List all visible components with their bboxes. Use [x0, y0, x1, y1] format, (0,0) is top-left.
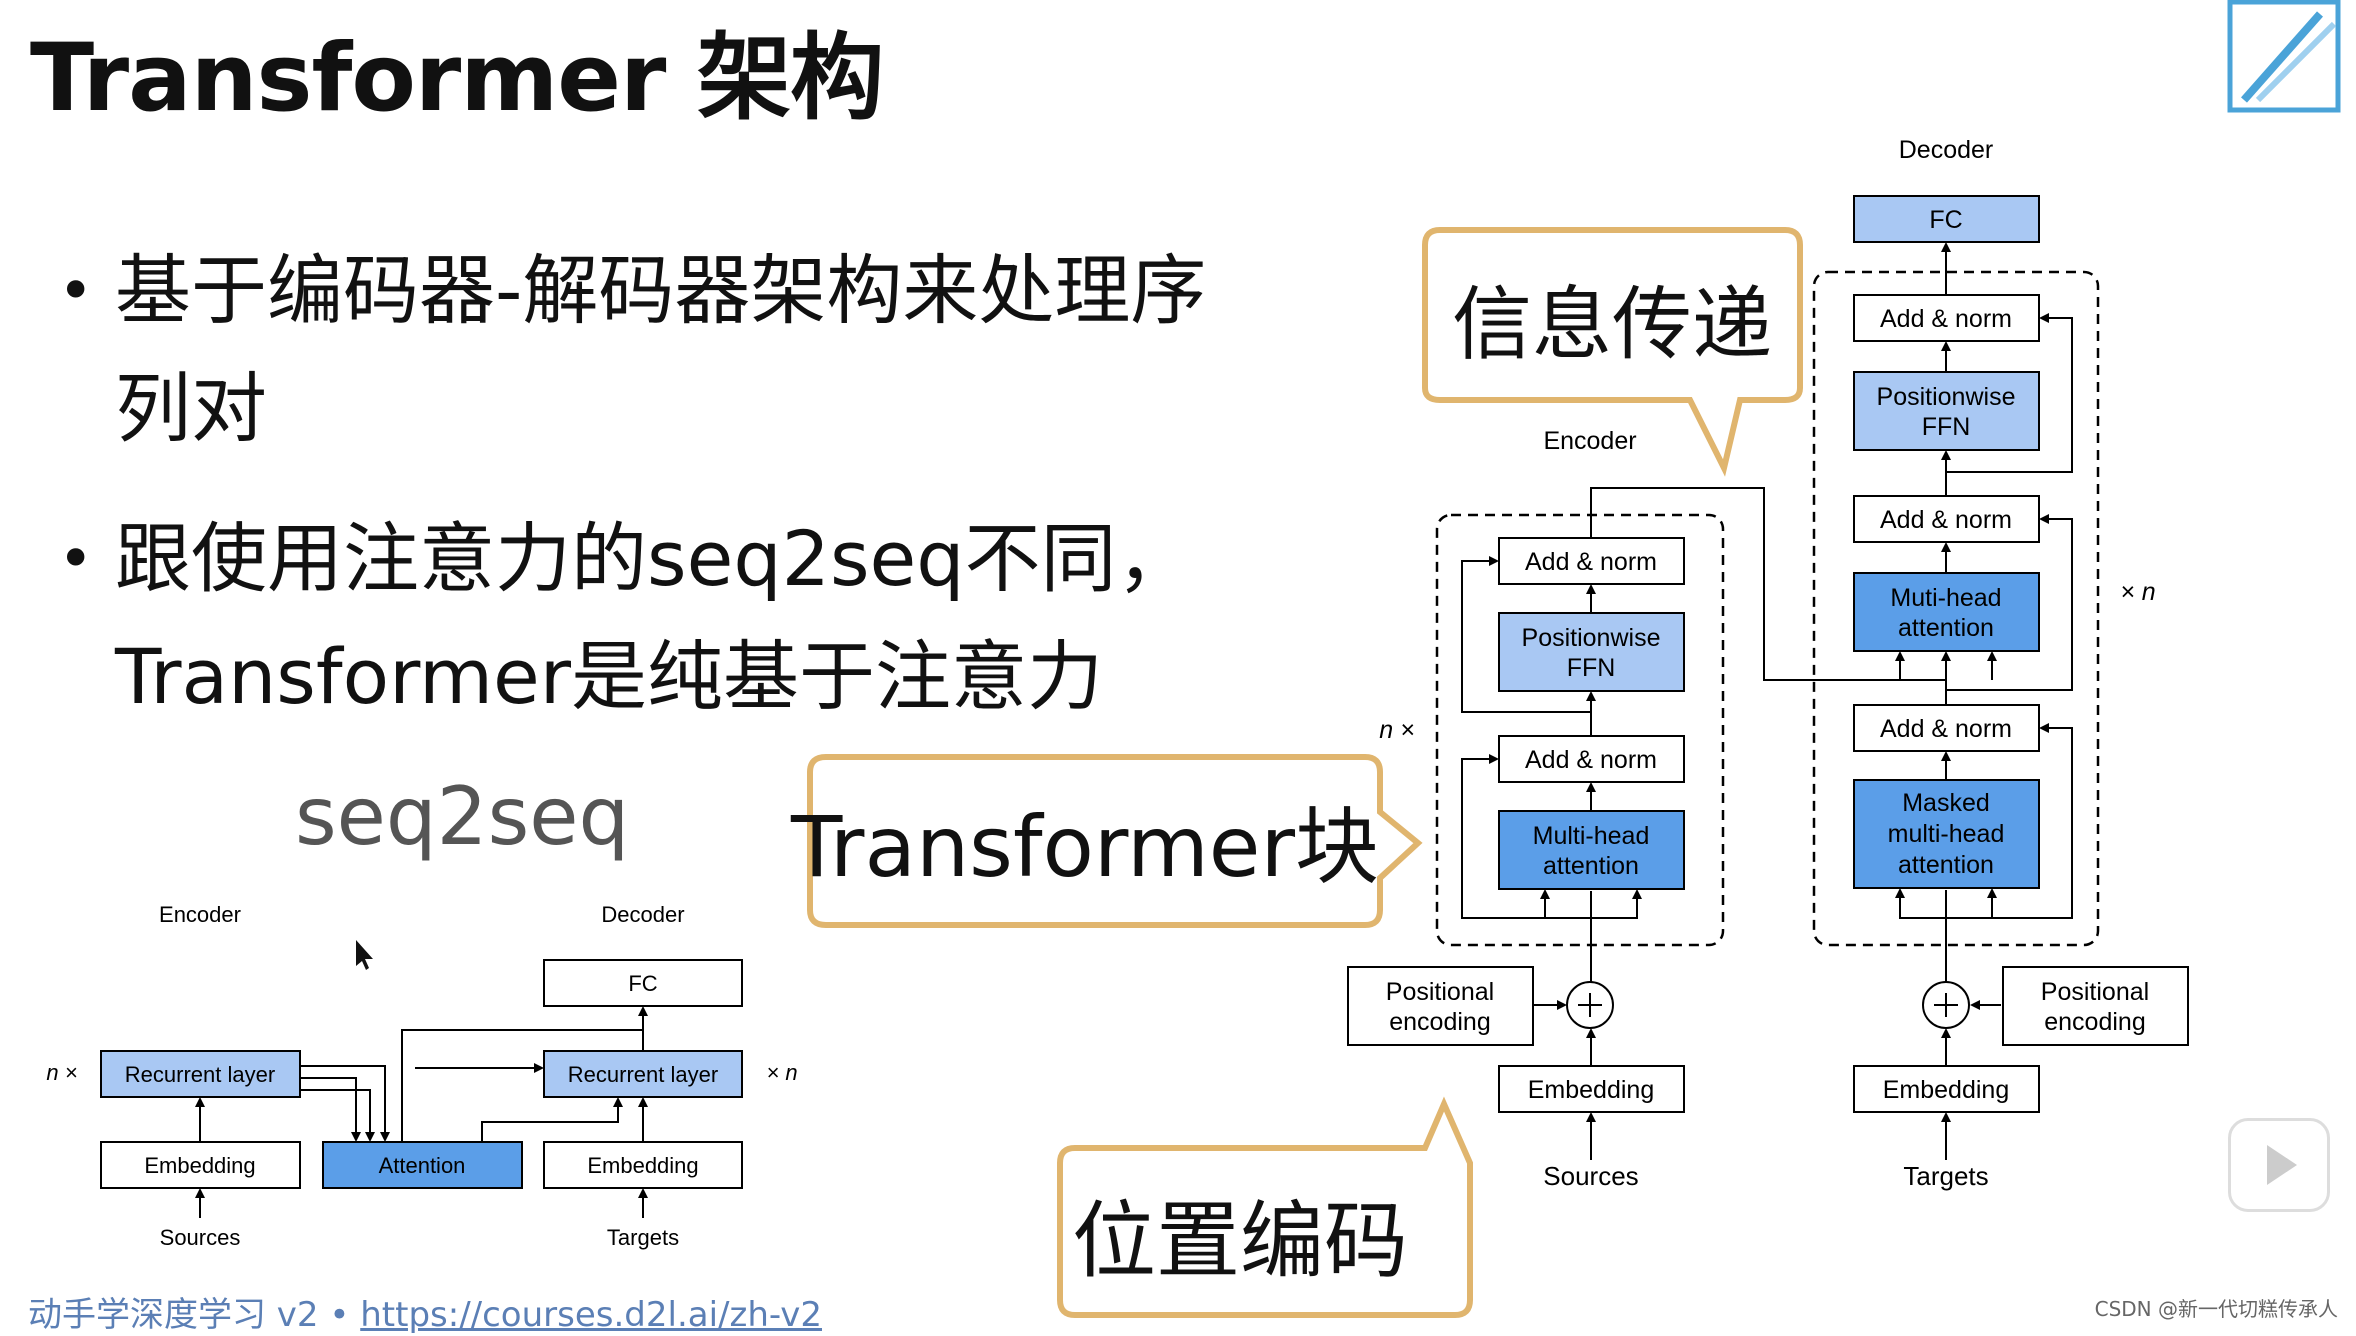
encoder-block-dashed [1435, 513, 1725, 947]
dec-positional-line1: Positional [2041, 978, 2149, 1006]
dec-fc-box [1853, 195, 2040, 243]
seq2seq-targets-label: Targets [607, 1225, 679, 1250]
play-button[interactable] [2228, 1118, 2330, 1212]
bullet-text: 跟使用注意力的seq2seq不同，Transformer是纯基于注意力 [115, 514, 1193, 721]
callout-info: 信息传递 [1422, 227, 1803, 477]
seq2seq-fc-label: FC [628, 971, 657, 996]
dec-ffn-line1: Positionwise [1877, 383, 2016, 411]
seq2seq-encoder-label: Encoder [159, 902, 241, 927]
transformer-n-dec: × n [2120, 578, 2155, 606]
enc-add-norm-2-label: Add & norm [1525, 548, 1657, 576]
dec-add-norm-1-label: Add & norm [1880, 715, 2012, 743]
dec-positional-box [2002, 966, 2189, 1046]
dec-masked-line2: multi-head [1888, 820, 2005, 848]
transformer-encoder-label: Encoder [1543, 427, 1636, 455]
mouse-cursor-icon [356, 940, 373, 970]
callout-block: Transformer块 [790, 754, 1423, 928]
watermark: CSDN @新一代切糕传承人 [2094, 1297, 2338, 1321]
dec-fc-label: FC [1929, 206, 1962, 234]
dec-embedding-label: Embedding [1883, 1076, 2009, 1104]
seq2seq-recurrent-dec-label: Recurrent layer [568, 1062, 718, 1087]
seq2seq-embedding-enc-label: Embedding [144, 1153, 255, 1178]
transformer-sources-label: Sources [1543, 1161, 1638, 1191]
enc-positional-line2: encoding [1389, 1008, 1490, 1036]
dec-ffn-line2: FFN [1922, 413, 1971, 441]
transformer-arrows [1461, 242, 2073, 1160]
transformer-diagram: Encoder Decoder n × × n Add & norm Posit… [1347, 136, 2189, 1191]
enc-mha-line2: attention [1543, 852, 1639, 880]
seq2seq-n-right: × n [766, 1060, 797, 1085]
enc-ffn-line2: FFN [1567, 654, 1616, 682]
transformer-targets-label: Targets [1903, 1161, 1988, 1191]
slide-title: Transformer 架构 [30, 24, 884, 133]
transformer-n-enc: n × [1379, 716, 1414, 744]
seq2seq-diagram: Encoder Decoder n × × n FC Recurrent lay… [46, 902, 797, 1250]
dec-mha-box [1853, 572, 2040, 652]
dec-masked-line1: Masked [1902, 789, 1990, 817]
bullet-dot-icon: • [58, 524, 94, 594]
enc-ffn-box [1498, 612, 1685, 692]
decoder-block-dashed [1812, 270, 2100, 947]
footer: 动手学深度学习 v2 • https://courses.d2l.ai/zh-v… [28, 1287, 822, 1336]
seq2seq-recurrent-enc-label: Recurrent layer [125, 1062, 275, 1087]
dec-mha-line1: Muti-head [1890, 584, 2001, 612]
seq2seq-n-left: n × [46, 1060, 77, 1085]
seq2seq-attention-box [322, 1141, 523, 1189]
enc-add-norm-1-label: Add & norm [1525, 746, 1657, 774]
seq2seq-attention-label: Attention [379, 1153, 466, 1178]
dec-ffn-box [1853, 371, 2040, 451]
play-icon [2267, 1145, 2297, 1185]
seq2seq-sources-label: Sources [160, 1225, 241, 1250]
bullet-dot-icon: • [58, 256, 94, 326]
seq2seq-fc-box [543, 959, 743, 1007]
enc-mha-box [1498, 810, 1685, 890]
footer-prefix: 动手学深度学习 v2 • [28, 1295, 361, 1335]
enc-embedding-label: Embedding [1528, 1076, 1654, 1104]
enc-positional-line1: Positional [1386, 978, 1494, 1006]
seq2seq-arrows [195, 1006, 648, 1218]
callout-pos-text: 位置编码 [1072, 1192, 1408, 1290]
dec-embedding-box [1853, 1065, 2040, 1113]
bullet-item: • 基于编码器-解码器架构来处理序列对 [58, 232, 1220, 468]
callout-info-text: 信息传递 [1452, 278, 1772, 371]
bullet-item: • 跟使用注意力的seq2seq不同，Transformer是纯基于注意力 [58, 500, 1220, 736]
dec-add-norm-3-label: Add & norm [1880, 305, 2012, 333]
dec-masked-line3: attention [1898, 851, 1994, 879]
seq2seq-decoder-label: Decoder [601, 902, 684, 927]
seq2seq-recurrent-enc-box [100, 1050, 301, 1098]
enc-add-norm-2-box [1498, 537, 1685, 585]
dec-positional-line2: encoding [2044, 1008, 2145, 1036]
dec-add-norm-2-label: Add & norm [1880, 506, 2012, 534]
bullet-text: 基于编码器-解码器架构来处理序列对 [115, 246, 1207, 453]
seq2seq-embedding-dec-label: Embedding [587, 1153, 698, 1178]
callout-block-text: Transformer块 [790, 798, 1379, 896]
course-link[interactable]: https://courses.d2l.ai/zh-v2 [360, 1295, 822, 1335]
dec-mha-line2: attention [1898, 614, 1994, 642]
bilibili-logo [2227, 0, 2341, 113]
enc-ffn-line1: Positionwise [1522, 624, 1661, 652]
callout-pos: 位置编码 [1057, 1096, 1473, 1318]
enc-mha-line1: Multi-head [1533, 822, 1650, 850]
transformer-decoder-label: Decoder [1899, 136, 1994, 164]
dec-masked-mha-box [1853, 779, 2040, 889]
seq2seq-title: seq2seq [295, 770, 630, 863]
